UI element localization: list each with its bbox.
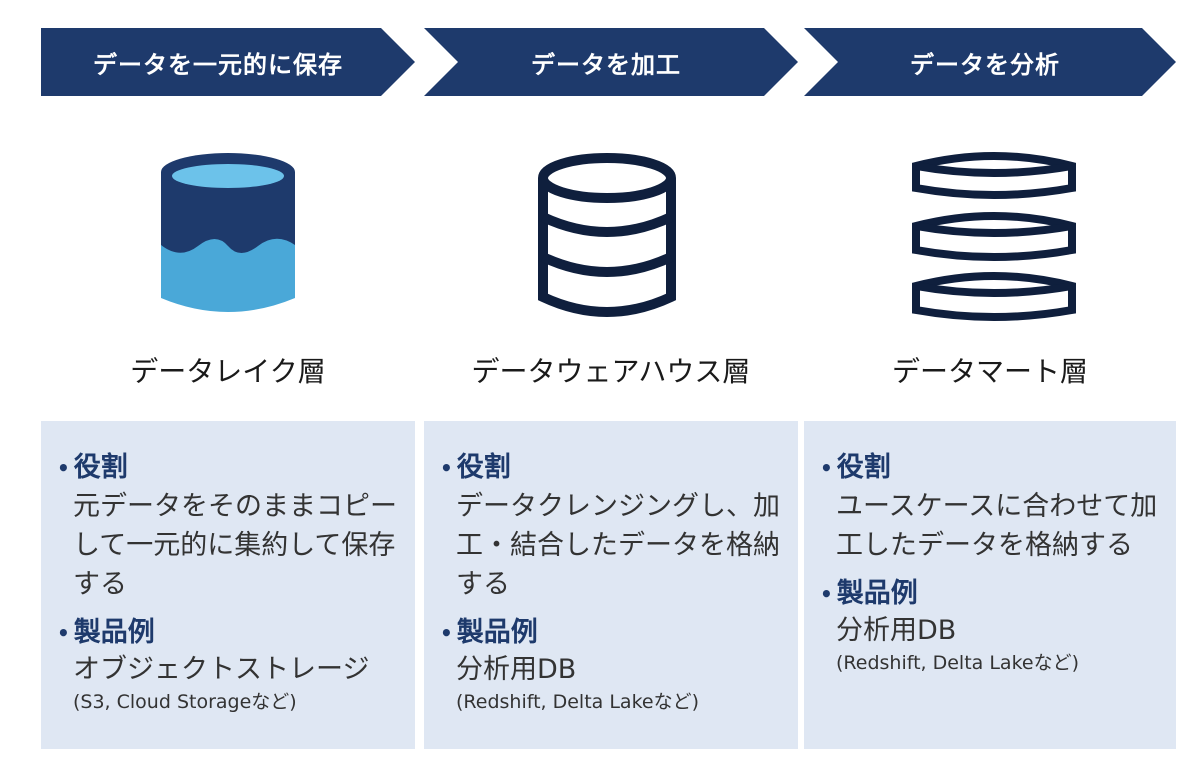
bullet-dot-icon: • bbox=[440, 621, 453, 645]
bullet-dot-icon: • bbox=[57, 621, 70, 645]
layer-title-mart: データマート層 bbox=[891, 355, 1088, 388]
product-heading: • 製品例 bbox=[57, 616, 415, 650]
role-description: 元データをそのままコピーして一元的に集約して保存する bbox=[73, 491, 397, 600]
layer-panel-lake: • 役割 元データをそのままコピーして一元的に集約して保存する • 製品例 オブ… bbox=[41, 421, 415, 749]
product-note: (S3, Cloud Storageなど) bbox=[73, 691, 297, 713]
role-heading-text: 役割 bbox=[456, 452, 511, 483]
product-example: オブジェクトストレージ bbox=[73, 654, 370, 685]
data-lake-cylinder-icon bbox=[161, 153, 295, 312]
bullet-dot-icon: • bbox=[820, 582, 833, 606]
stage-label: データを一元的に保存 bbox=[93, 50, 343, 79]
product-heading: • 製品例 bbox=[440, 616, 798, 650]
stage-arrow-store: データを一元的に保存 bbox=[41, 28, 415, 96]
role-description: ユースケースに合わせて加工したデータを格納する bbox=[836, 491, 1158, 561]
bullet-dot-icon: • bbox=[57, 456, 70, 480]
role-heading: • 役割 bbox=[820, 451, 1176, 485]
stage-label: データを分析 bbox=[910, 50, 1060, 79]
stage-arrow-analyze: データを分析 bbox=[804, 28, 1176, 96]
layer-panel-mart: • 役割 ユースケースに合わせて加工したデータを格納する • 製品例 分析用DB… bbox=[804, 421, 1176, 749]
role-heading: • 役割 bbox=[440, 451, 798, 485]
product-heading-text: 製品例 bbox=[836, 578, 918, 609]
layer-title-lake: データレイク層 bbox=[130, 355, 326, 388]
bullet-dot-icon: • bbox=[440, 456, 453, 480]
product-note: (Redshift, Delta Lakeなど) bbox=[456, 691, 700, 713]
role-heading-text: 役割 bbox=[73, 452, 128, 483]
role-heading: • 役割 bbox=[57, 451, 415, 485]
product-heading-text: 製品例 bbox=[73, 617, 155, 648]
product-example: 分析用DB bbox=[836, 615, 957, 646]
database-stack-icon bbox=[538, 153, 676, 317]
bullet-dot-icon: • bbox=[820, 456, 833, 480]
role-description: データクレンジングし、加工・結合したデータを格納する bbox=[456, 491, 780, 600]
role-heading-text: 役割 bbox=[836, 452, 891, 483]
product-example: 分析用DB bbox=[456, 654, 577, 685]
product-heading: • 製品例 bbox=[820, 577, 1176, 611]
layer-panel-warehouse: • 役割 データクレンジングし、加工・結合したデータを格納する • 製品例 分析… bbox=[424, 421, 798, 749]
stage-label: データを加工 bbox=[531, 50, 681, 79]
data-mart-disks-icon bbox=[912, 152, 1076, 321]
stage-arrow-process: データを加工 bbox=[424, 28, 798, 96]
product-note: (Redshift, Delta Lakeなど) bbox=[836, 652, 1080, 674]
layer-title-warehouse: データウェアハウス層 bbox=[471, 355, 751, 388]
product-heading-text: 製品例 bbox=[456, 617, 538, 648]
